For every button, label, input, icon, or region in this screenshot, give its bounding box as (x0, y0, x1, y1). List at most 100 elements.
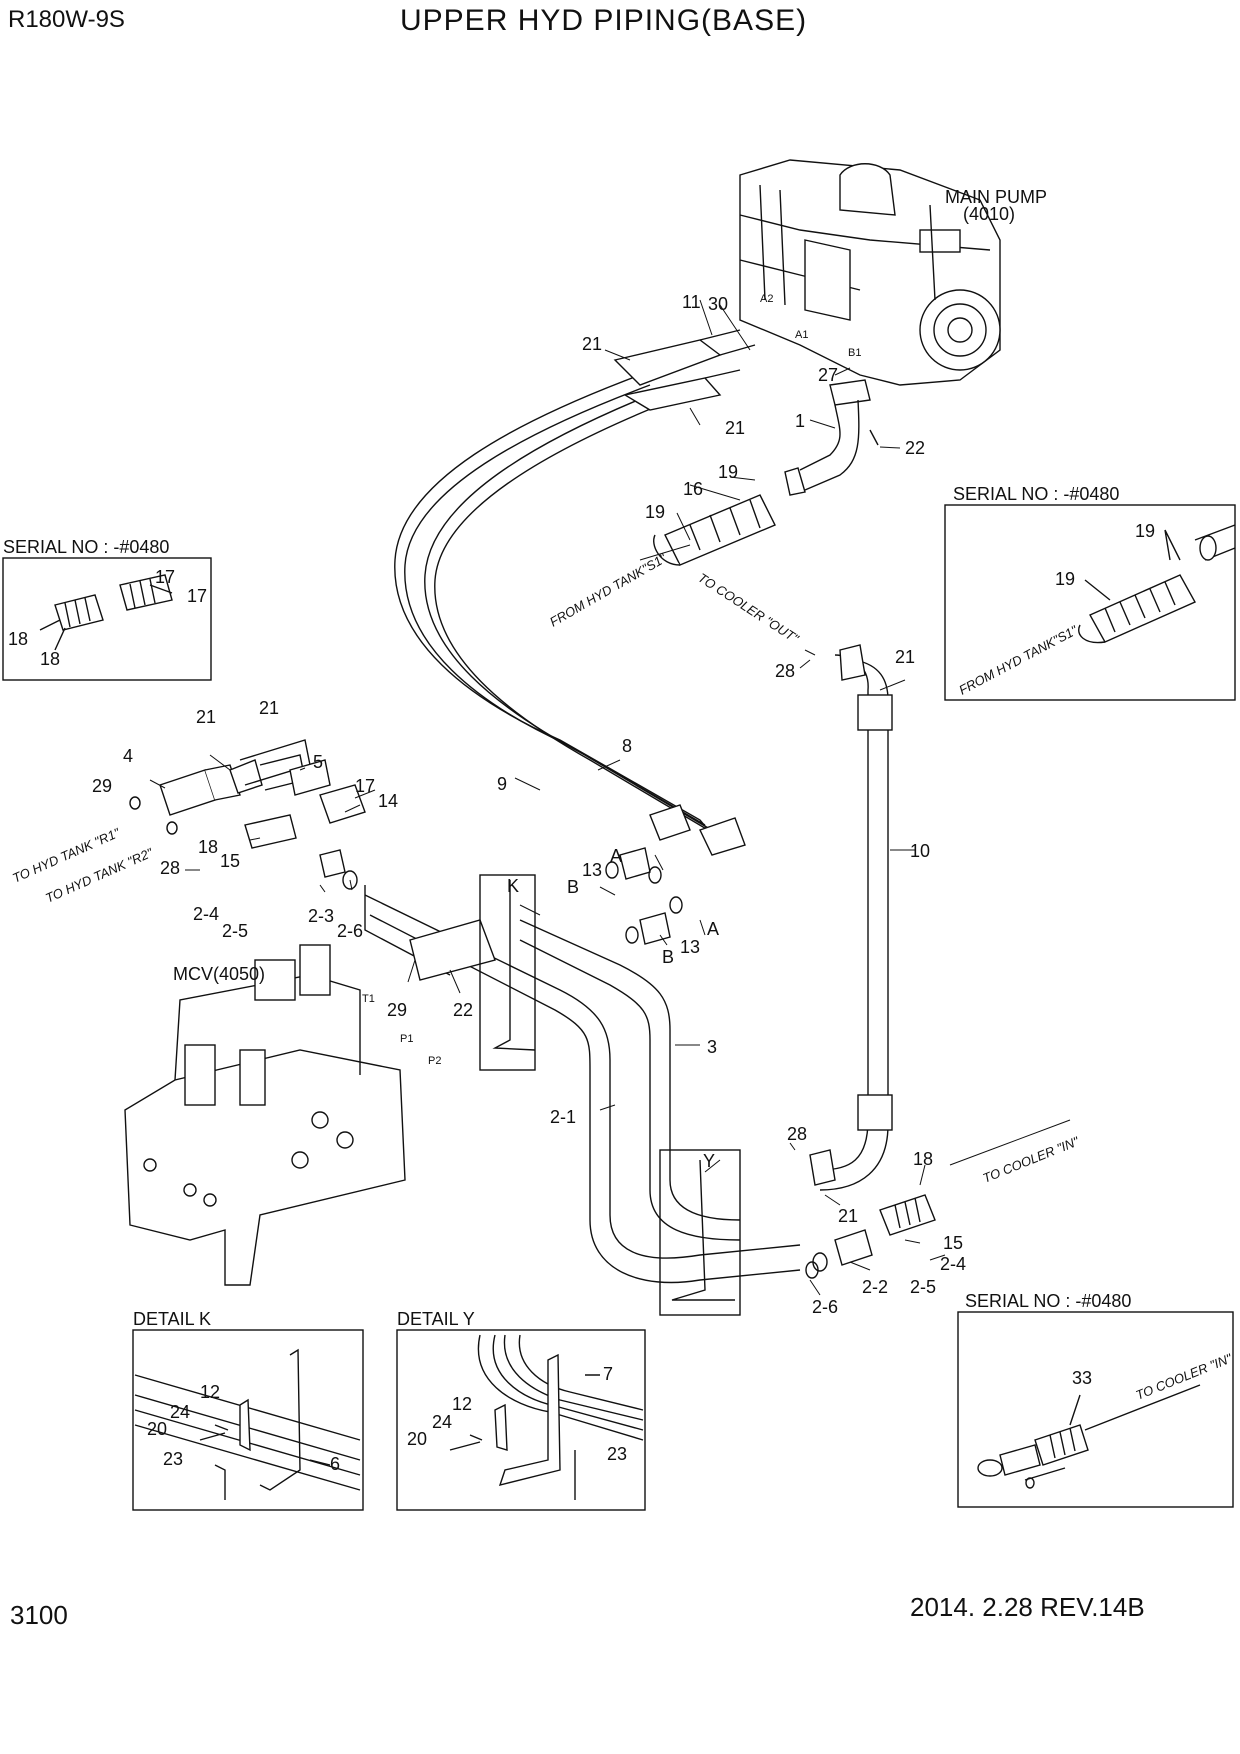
callout-2-4: 2-4 (940, 1254, 966, 1274)
leader-lines (149, 299, 1071, 1296)
port-p1-label: P1 (400, 1033, 413, 1045)
main-pump-drawing: MAIN PUMP (4010) A2 A1 B1 (739, 159, 1047, 386)
detail-y-label: 12 (452, 1394, 472, 1414)
inset-serial-right-bottom-title: SERIAL NO : -#0480 (965, 1291, 1131, 1311)
detail-y-label: 24 (432, 1412, 452, 1432)
callout-2-2: 2-2 (862, 1277, 888, 1297)
inset-left-label: 17 (155, 567, 175, 587)
main-pump-code: (4010) (963, 204, 1015, 224)
mcv-drawing: MCV(4050) T1 P1 P2 (124, 944, 441, 1286)
inset-right-bottom-label: 33 (1072, 1368, 1092, 1388)
from-hyd-tank-s1-note: FROM HYD TANK"S1" (547, 550, 670, 630)
callout-2-5: 2-5 (222, 921, 248, 941)
callout-17: 17 (355, 776, 375, 796)
callout-19: 19 (718, 462, 738, 482)
inset-right-top-label: 19 (1135, 521, 1155, 541)
revision-date: 2014. 2.28 REV.14B (910, 1592, 1145, 1622)
callout-11: 11 (682, 292, 701, 312)
inset-left-label: 18 (8, 629, 28, 649)
callout-21: 21 (838, 1206, 858, 1226)
detail-k-label: 23 (163, 1449, 183, 1469)
callout-1: 1 (795, 411, 805, 431)
inset-serial-left-title: SERIAL NO : -#0480 (3, 537, 169, 557)
callout-13: 13 (680, 937, 700, 957)
callout-a: A (610, 846, 622, 866)
callout-10: 10 (910, 841, 930, 861)
callout-14: 14 (378, 791, 398, 811)
detail-y-title: DETAIL Y (397, 1309, 475, 1329)
page-title: UPPER HYD PIPING(BASE) (400, 4, 808, 37)
detail-k-title: DETAIL K (133, 1309, 211, 1329)
port-a1-label: A1 (795, 329, 808, 341)
callout-2-4: 2-4 (193, 904, 219, 924)
mcv-label: MCV(4050) (173, 964, 265, 984)
callout-29: 29 (92, 776, 112, 796)
inset-serial-left (2, 557, 212, 681)
callout-2-5: 2-5 (910, 1277, 936, 1297)
callout-k: K (507, 876, 519, 896)
callout-8: 8 (622, 736, 632, 756)
callout-28: 28 (775, 661, 795, 681)
callout-29: 29 (387, 1000, 407, 1020)
detail-k-label: 24 (170, 1402, 190, 1422)
callout-21: 21 (895, 647, 915, 667)
callout-21: 21 (259, 698, 279, 718)
callout-2-1: 2-1 (550, 1107, 576, 1127)
port-a2-label: A2 (760, 293, 773, 305)
callout-9: 9 (497, 774, 507, 794)
inset-serial-right-bottom (957, 1311, 1234, 1508)
mcv-piping (364, 885, 801, 1284)
right-fittings (805, 1194, 936, 1279)
callout-13: 13 (582, 860, 602, 880)
callout-2-3: 2-3 (308, 906, 334, 926)
callout-21: 21 (725, 418, 745, 438)
inset-serial-right-top (944, 504, 1236, 701)
inset-right-top-label: 19 (1055, 569, 1075, 589)
callout-3: 3 (707, 1037, 717, 1057)
page-number: 3100 (10, 1600, 68, 1630)
model-number: R180W-9S (8, 6, 125, 33)
callout-18: 18 (198, 837, 218, 857)
callout-28: 28 (787, 1124, 807, 1144)
detail-y-label: 7 (603, 1364, 613, 1384)
detail-y-label: 20 (407, 1429, 427, 1449)
callout-4: 4 (123, 746, 133, 766)
callout-y: Y (703, 1151, 715, 1171)
callout-b: B (567, 877, 579, 897)
callout-30: 30 (708, 294, 728, 314)
suction-line (653, 379, 879, 566)
detail-y-box (396, 1329, 646, 1511)
support-brackets (479, 874, 741, 1316)
hose-assembly (394, 329, 756, 856)
to-cooler-out-note: TO COOLER "OUT" (695, 570, 802, 647)
cooler-return-pipe (809, 644, 893, 1191)
detail-y-label: 23 (607, 1444, 627, 1464)
port-p2-label: P2 (428, 1055, 441, 1067)
port-b1-label: B1 (848, 347, 861, 359)
callout-22: 22 (905, 438, 925, 458)
callout-21: 21 (196, 707, 216, 727)
callout-19: 19 (645, 502, 665, 522)
inset-serial-right-top-title: SERIAL NO : -#0480 (953, 484, 1119, 504)
callouts: 11 30 21 21 27 1 22 19 16 19 28 21 10 8 … (92, 292, 966, 1317)
callout-16: 16 (683, 479, 703, 499)
callout-28: 28 (160, 858, 180, 878)
callout-a: A (707, 919, 719, 939)
detail-k-box (132, 1329, 364, 1511)
inset-left-label: 18 (40, 649, 60, 669)
detail-k-label: 6 (330, 1454, 340, 1474)
callout-b: B (662, 947, 674, 967)
callout-15: 15 (220, 851, 240, 871)
left-fittings (129, 739, 366, 890)
callout-2-6: 2-6 (812, 1297, 838, 1317)
callout-2-6: 2-6 (337, 921, 363, 941)
detail-k-label: 20 (147, 1419, 167, 1439)
callout-15: 15 (943, 1233, 963, 1253)
callout-5: 5 (313, 752, 323, 772)
inset-left-label: 17 (187, 586, 207, 606)
main-pump-label: MAIN PUMP (945, 187, 1047, 207)
detail-k-label: 12 (200, 1382, 220, 1402)
callout-18: 18 (913, 1149, 933, 1169)
callout-22: 22 (453, 1000, 473, 1020)
